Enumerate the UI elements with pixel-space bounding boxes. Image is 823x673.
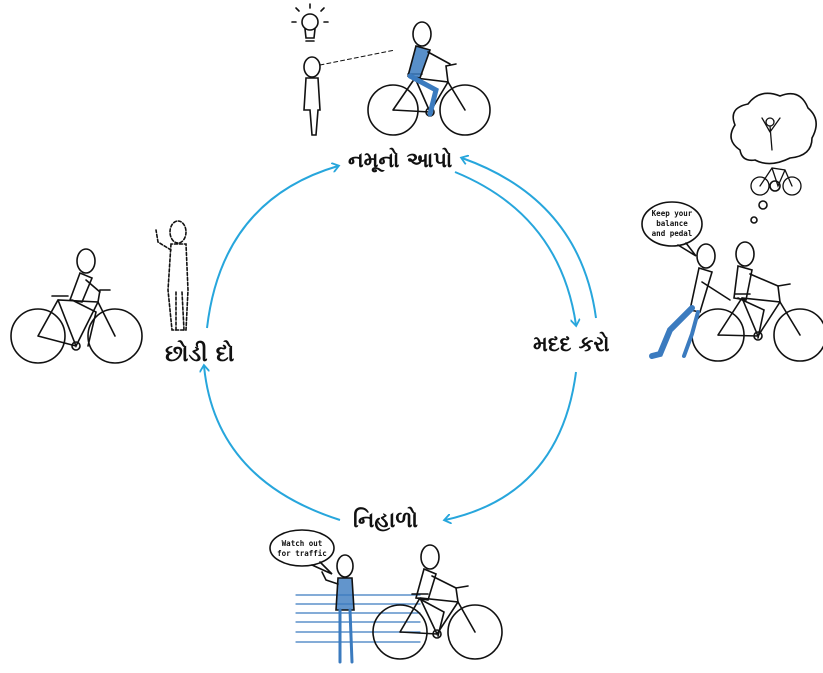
step-label-help: મદદ કરો [533, 334, 610, 355]
watcher-speech-line-1: Watch out [282, 539, 323, 548]
helper-speech-line-2: balance [656, 219, 688, 228]
arrow-model-to-help [455, 172, 576, 325]
arrow-help-to-model [462, 158, 596, 318]
motion-lines [296, 595, 420, 642]
rider-icon [408, 22, 450, 114]
arrow-help-to-observe [445, 372, 576, 520]
arrow-letgo-to-model [207, 166, 338, 328]
fading-helper-icon [156, 221, 188, 330]
rider-icon [70, 249, 100, 346]
model-illustration [292, 4, 490, 135]
step-label-model: નમૂનો આપો [348, 150, 452, 171]
step-label-observe: નિહાળો [353, 510, 418, 532]
observer-person-icon [304, 57, 320, 135]
lightbulb-icon [292, 4, 328, 41]
letgo-illustration [11, 221, 188, 363]
cheering-cyclist-icon [751, 118, 801, 195]
step-label-letgo: છોડી દો [165, 343, 234, 366]
helper-person-icon [652, 244, 730, 356]
watcher-speech-line-2: for traffic [277, 549, 327, 558]
helper-speech-line-1: Keep your [652, 209, 693, 218]
arrow-observe-to-letgo [204, 366, 340, 520]
bicycle-icon [692, 284, 823, 361]
helper-speech-line-3: and pedal [652, 229, 693, 238]
thought-bubble [731, 93, 816, 223]
bicycle-icon [368, 64, 490, 135]
